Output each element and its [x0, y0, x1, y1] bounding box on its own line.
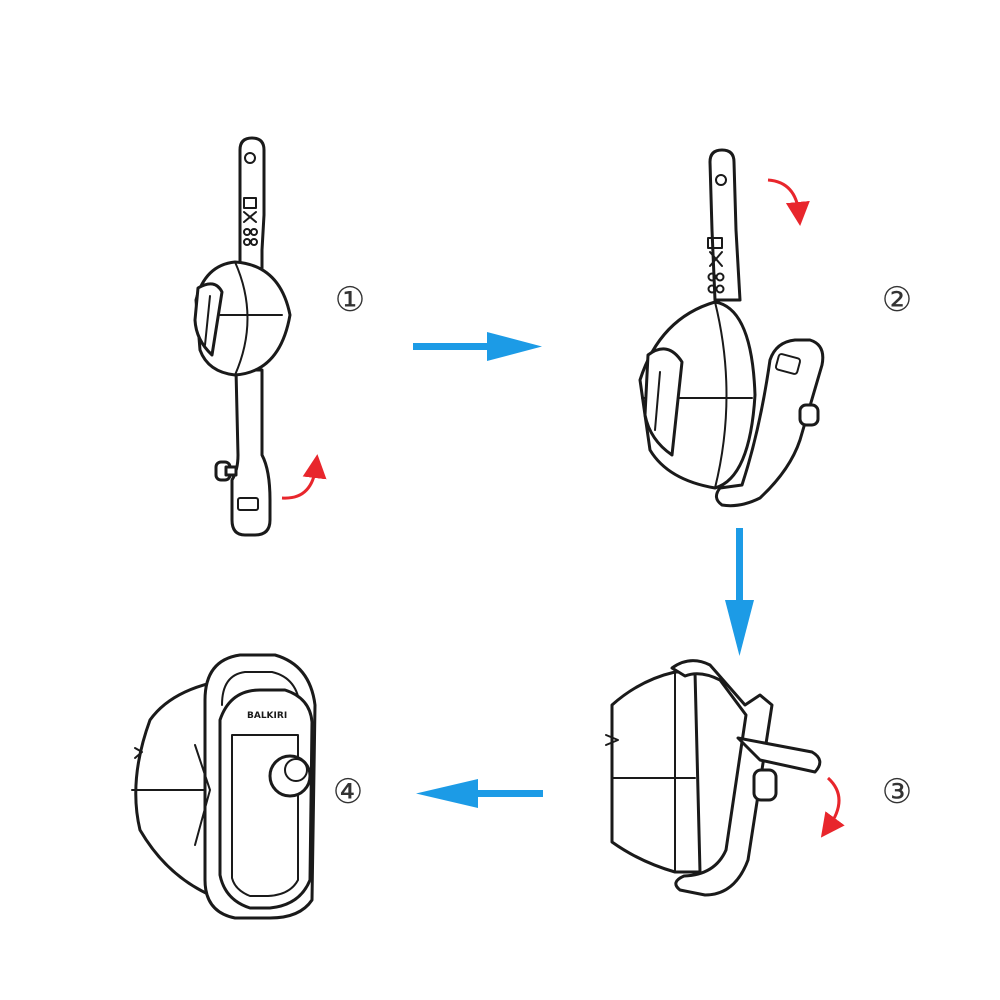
- strap-logo-icon: [243, 197, 258, 246]
- strap-hole-icon: [244, 152, 256, 164]
- strap: [708, 148, 742, 302]
- step-4-illustration: BALKIRI: [131, 653, 317, 920]
- folding-flap: [715, 338, 825, 508]
- rotate-arrow-step-3: [820, 776, 845, 838]
- step-number-3: ③: [881, 772, 913, 812]
- knob-icon: [214, 460, 238, 482]
- rotate-arrow-step-1: [281, 454, 327, 500]
- clip-plate: [218, 688, 314, 910]
- strap-logo-icon: [707, 237, 725, 294]
- step-2-illustration: [638, 148, 825, 508]
- knob-icon: [752, 768, 778, 802]
- step-3-illustration: [605, 659, 822, 897]
- strap: [238, 136, 266, 272]
- flow-arrow-right: [413, 332, 542, 361]
- knob-icon: [798, 403, 820, 427]
- folding-flap: [736, 736, 822, 774]
- step-number-2: ②: [881, 280, 913, 320]
- step-number-4: ④: [332, 772, 364, 812]
- folded-strap: [670, 659, 774, 897]
- knob-icon: [268, 754, 312, 798]
- flow-arrow-left: [416, 779, 543, 808]
- suction-cup: [610, 670, 702, 874]
- strap-hole-icon: [715, 174, 727, 186]
- flow-arrow-down: [725, 528, 754, 656]
- svg-text:BALKIRI: BALKIRI: [247, 711, 287, 721]
- step-1-illustration: [193, 136, 292, 537]
- rotate-arrow-step-2: [767, 178, 810, 226]
- step-number-1: ①: [334, 280, 366, 320]
- strap-slot-icon: [237, 497, 259, 511]
- flap-slot-icon: [774, 353, 802, 375]
